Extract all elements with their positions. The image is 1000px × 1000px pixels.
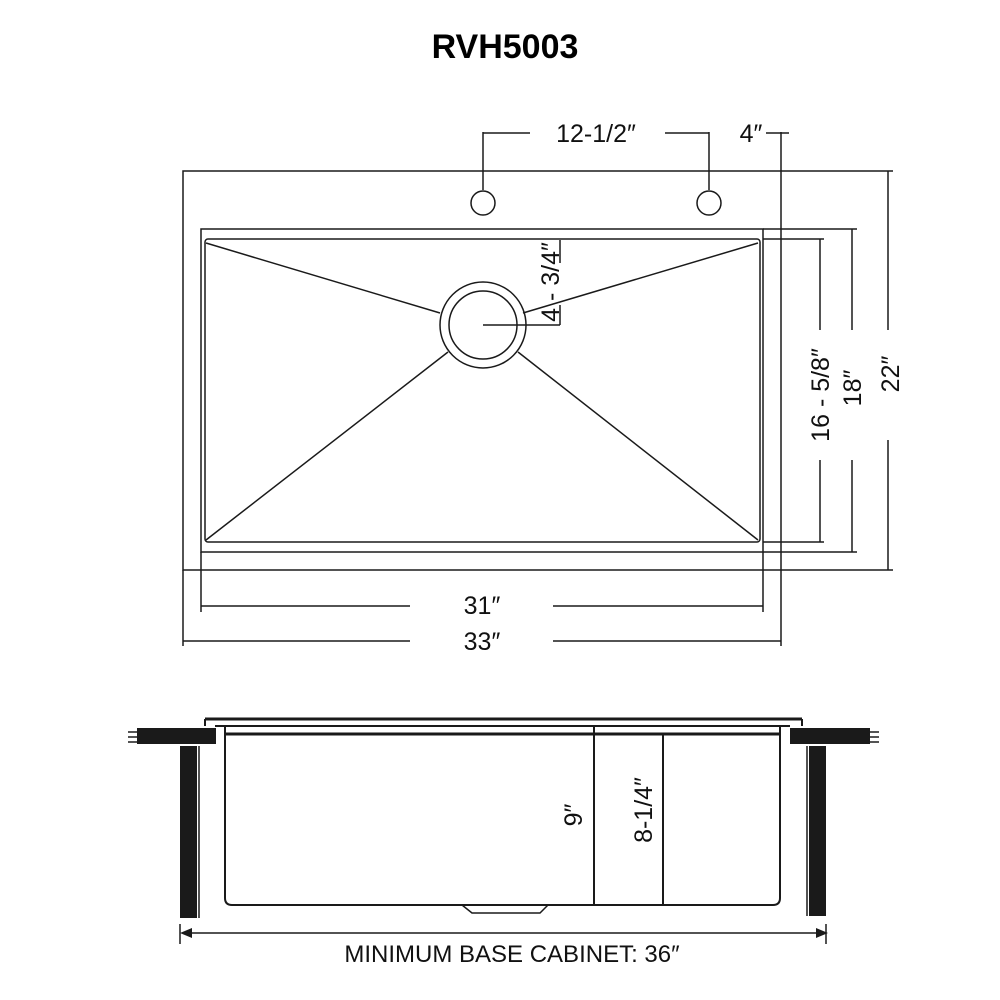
countertop-left: [137, 728, 216, 744]
bowl-depth-label: 16 - 5/8″: [807, 348, 835, 442]
cabinet-note: MINIMUM BASE CABINET: 36″: [344, 941, 680, 968]
faucet-spacing-label: 12-1/2″: [556, 120, 636, 148]
faucet-hole-left: [470, 190, 496, 216]
cabinet-arrow-right: [816, 928, 828, 938]
faucet-hole-right: [696, 190, 722, 216]
bowl-inner: [204, 238, 761, 543]
cabinet-arrow-left: [180, 928, 192, 938]
cabinet-wall-left: [180, 746, 197, 918]
bowl-depth-side-label: 8-1/4″: [630, 777, 658, 843]
top-view: 12-1/2″ 4″ 4 - 3/4″ 16 - 5/8″ 18″ 22″ 31…: [182, 120, 905, 656]
model-title: RVH5003: [432, 28, 579, 66]
side-view: 9″ 8-1/4″ MINIMUM BASE CABINET: 36″: [128, 717, 879, 968]
cabinet-wall-right: [809, 746, 826, 916]
total-depth-label: 9″: [560, 803, 588, 826]
slope-line-bottom-right: [517, 351, 759, 541]
slope-line-top-left: [205, 242, 441, 314]
outer-width-label: 33″: [464, 628, 501, 656]
countertop-right: [790, 728, 870, 744]
sink-basin: [224, 726, 781, 906]
slope-line-top-right: [522, 242, 759, 314]
outer-deck-outline: [182, 170, 782, 571]
inner-width-label: 31″: [464, 592, 501, 620]
outer-depth-label: 22″: [877, 356, 905, 393]
drain-outlet: [461, 904, 549, 914]
bowl-rim-outer: [200, 228, 764, 553]
inner-depth-label: 18″: [839, 370, 867, 407]
slope-line-bottom-left: [205, 351, 449, 541]
drain-offset-label: 4 - 3/4″: [537, 242, 565, 322]
faucet-offset-label: 4″: [740, 120, 763, 148]
